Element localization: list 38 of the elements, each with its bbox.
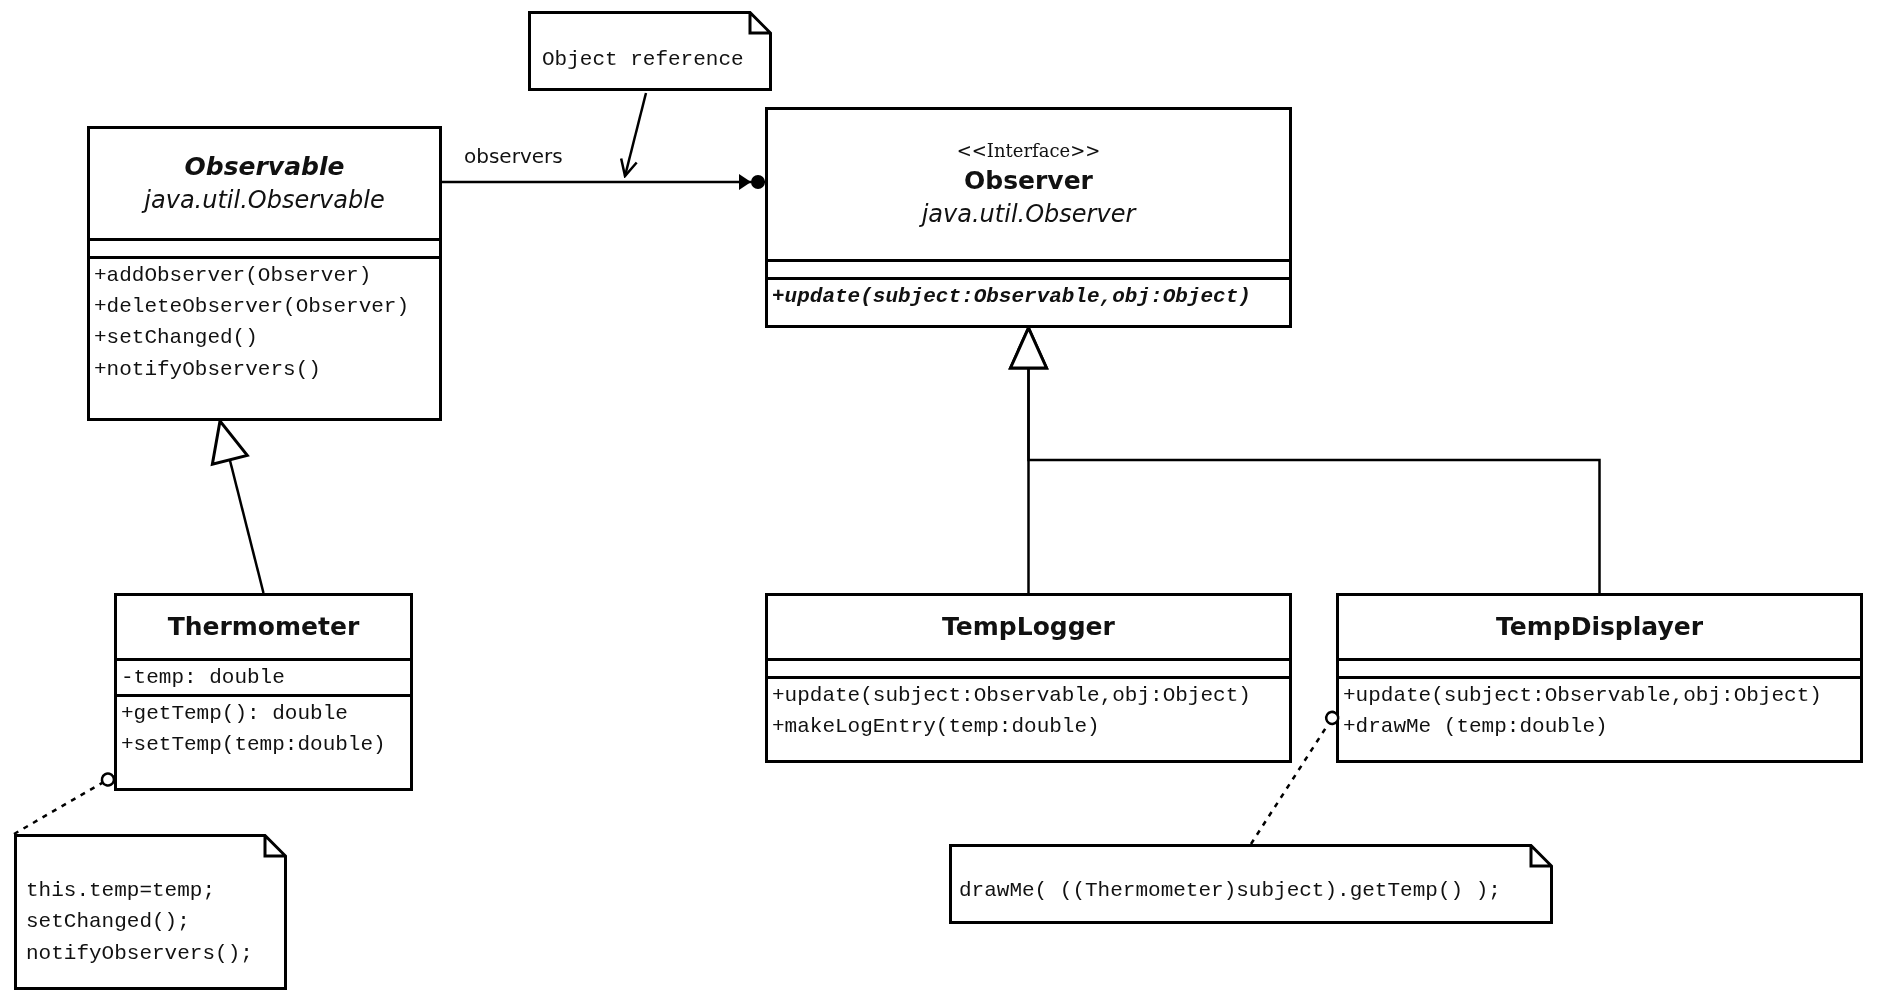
note-text: drawMe( ((Thermometer)subject).getTemp() ); <box>959 878 1502 904</box>
class-member: +drawMe (temp:double) <box>1343 714 1609 740</box>
class-box <box>765 107 1292 328</box>
note-box <box>528 11 772 91</box>
generalization-arrow <box>210 419 265 594</box>
class-member: +update(subject:Observable,obj:Object) <box>1343 683 1823 709</box>
class-member: +update(subject:Observable,obj:Object) <box>772 284 1252 310</box>
class-name: Thermometer <box>167 612 360 642</box>
class-member: +deleteObserver(Observer) <box>94 294 411 320</box>
class-box <box>87 126 442 421</box>
class-name: Observer <box>964 165 1093 196</box>
class-name: TempDisplayer <box>1496 612 1703 642</box>
class-member: +notifyObservers() <box>94 356 322 382</box>
stereotype-label: <<Interface>> <box>956 140 1101 162</box>
package-name: java.util.Observer <box>921 199 1136 229</box>
leader-line <box>619 92 648 178</box>
class-box <box>1336 593 1863 763</box>
class-name: TempLogger <box>942 612 1115 642</box>
class-member: -temp: double <box>121 665 286 691</box>
class-box <box>114 593 413 791</box>
class-member: +makeLogEntry(temp:double) <box>772 714 1101 740</box>
generalization-arrow <box>1009 326 1601 593</box>
class-member: +setTemp(temp:double) <box>121 732 387 758</box>
note-text: setChanged(); <box>26 909 191 935</box>
class-name: Observable <box>184 152 345 183</box>
note-box <box>14 834 287 990</box>
note-text: Object reference <box>542 47 745 73</box>
class-member: +setChanged() <box>94 325 259 351</box>
class-member: +update(subject:Observable,obj:Object) <box>772 683 1252 709</box>
class-box <box>765 593 1292 763</box>
note-box <box>949 844 1553 924</box>
association-line <box>442 174 765 190</box>
class-member: +addObserver(Observer) <box>94 263 373 289</box>
note-connector <box>1249 710 1340 845</box>
class-member: +getTemp(): double <box>121 701 349 727</box>
note-text: notifyObservers(); <box>26 940 254 966</box>
note-text: this.temp=temp; <box>26 878 217 904</box>
note-connector <box>13 772 116 836</box>
